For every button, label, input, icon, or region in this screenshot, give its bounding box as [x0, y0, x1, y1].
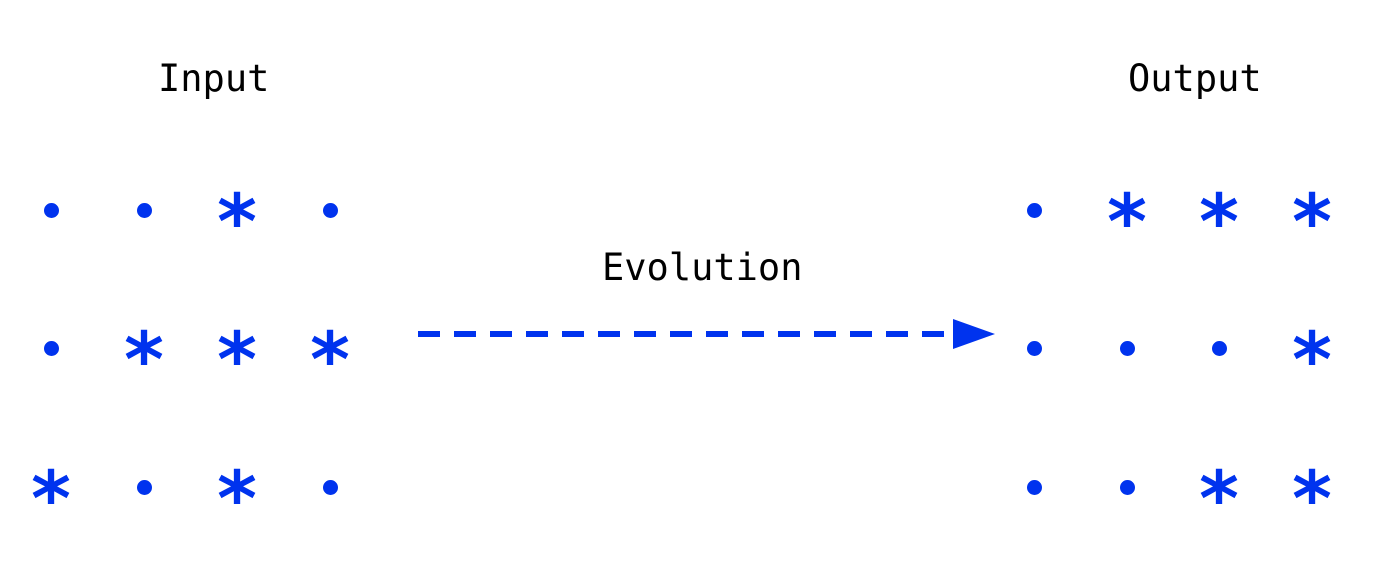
star-symbol: *	[217, 315, 257, 404]
output-cell-r1-c2: *	[1097, 180, 1157, 260]
output-cell-r2-c2	[1097, 318, 1157, 378]
star-symbol: *	[1292, 454, 1332, 543]
input-cell-r2-c4: *	[300, 318, 360, 398]
dot-symbol	[1211, 340, 1227, 356]
dot-symbol	[43, 340, 59, 356]
input-cell-r2-c1	[21, 318, 81, 378]
dot-symbol	[1119, 340, 1135, 356]
dot-symbol	[1119, 479, 1135, 495]
output-cell-r3-c4: *	[1282, 457, 1342, 537]
output-cell-r3-c1	[1004, 457, 1064, 517]
input-cell-r2-c3: *	[207, 318, 267, 398]
star-symbol: *	[1107, 177, 1147, 266]
evolution-label: Evolution	[602, 246, 803, 289]
input-cell-r1-c4	[300, 180, 360, 240]
input-cell-r3-c4	[300, 457, 360, 517]
input-cell-r1-c2	[114, 180, 174, 240]
output-cell-r2-c1	[1004, 318, 1064, 378]
star-symbol: *	[124, 315, 164, 404]
input-cell-r3-c1: *	[21, 457, 81, 537]
dot-symbol	[1026, 479, 1042, 495]
input-cell-r2-c2: *	[114, 318, 174, 398]
star-symbol: *	[217, 454, 257, 543]
input-cell-r1-c3: *	[207, 180, 267, 260]
input-title: Input	[158, 57, 270, 100]
star-symbol: *	[1292, 315, 1332, 404]
output-cell-r3-c3: *	[1189, 457, 1249, 537]
star-symbol: *	[217, 177, 257, 266]
star-symbol: *	[310, 315, 350, 404]
output-cell-r2-c3	[1189, 318, 1249, 378]
dot-symbol	[1026, 340, 1042, 356]
output-cell-r1-c3: *	[1189, 180, 1249, 260]
output-cell-r1-c1	[1004, 180, 1064, 240]
dot-symbol	[322, 202, 338, 218]
star-symbol: *	[31, 454, 71, 543]
dot-symbol	[136, 479, 152, 495]
star-symbol: *	[1199, 454, 1239, 543]
star-symbol: *	[1199, 177, 1239, 266]
dot-symbol	[43, 202, 59, 218]
input-cell-r3-c3: *	[207, 457, 267, 537]
input-cell-r1-c1	[21, 180, 81, 240]
output-title: Output	[1128, 57, 1262, 100]
arrow-head	[953, 319, 995, 349]
dot-symbol	[1026, 202, 1042, 218]
output-cell-r1-c4: *	[1282, 180, 1342, 260]
output-cell-r3-c2	[1097, 457, 1157, 517]
star-symbol: *	[1292, 177, 1332, 266]
dot-symbol	[136, 202, 152, 218]
dot-symbol	[322, 479, 338, 495]
input-cell-r3-c2	[114, 457, 174, 517]
output-cell-r2-c4: *	[1282, 318, 1342, 398]
